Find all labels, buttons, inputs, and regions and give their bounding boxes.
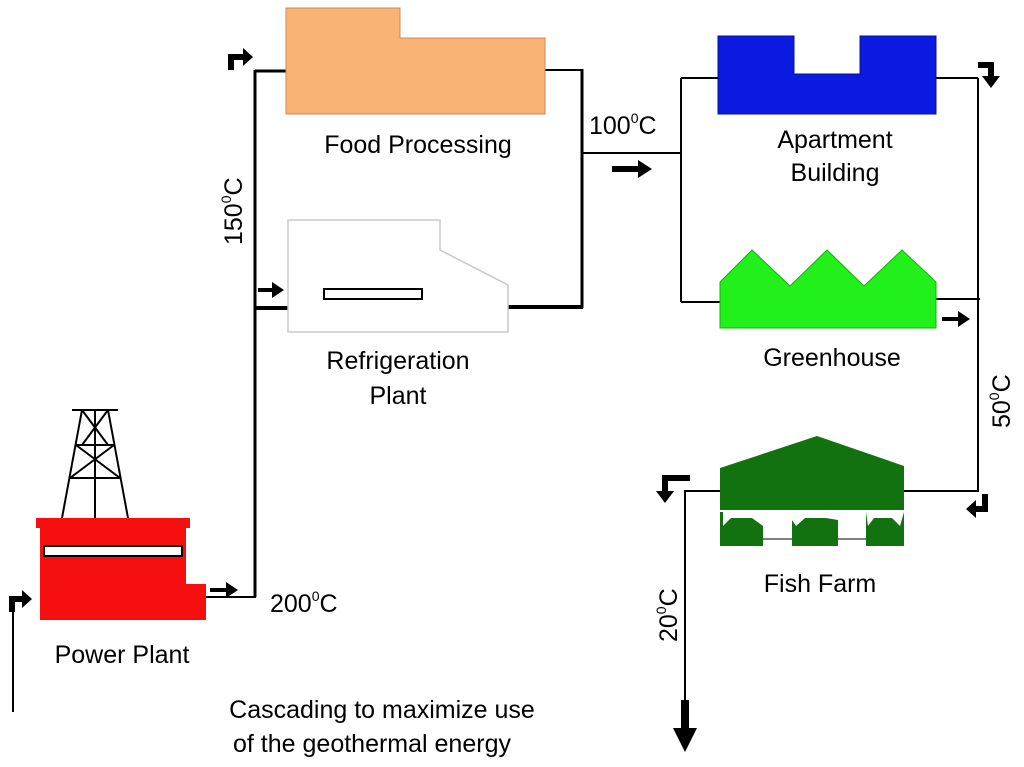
arrow-discharge-icon [673,700,697,752]
temp-150c: 1500C [218,177,248,245]
temp-50c: 500C [986,374,1016,428]
caption-line2: of the geothermal energy [233,730,511,758]
power-plant-icon [36,409,206,620]
temp-100c: 1000C [589,110,657,140]
temp-20c: 200C [653,588,683,642]
apartment-building-icon [717,35,937,115]
caption: Cascading to maximize use of the geother… [229,696,535,758]
food-processing-building-icon [285,7,546,115]
arrow-power-outlet-icon [210,582,238,598]
arrow-refrigeration-inlet-icon [258,282,284,298]
fish-tank-1 [720,512,763,546]
pipe-network [12,69,980,712]
drilling-derrick-icon [61,409,129,519]
facility-labels: Food Processing Refrigeration Plant Apar… [55,126,901,669]
label-refrigeration-line1: Refrigeration [326,347,469,375]
fish-tank-3 [866,512,904,546]
temp-200c: 2000C [270,588,338,618]
refrigeration-window [323,288,423,300]
fish-tank-2 [792,518,838,546]
label-apartment-line2: Building [791,159,880,187]
flow-arrows [9,48,1000,752]
arrow-inlet-icon [9,590,32,612]
label-greenhouse: Greenhouse [763,344,901,372]
temperature-labels: 2000C 1500C 1000C 500C 200C [218,110,1016,642]
arrow-100c-icon [612,160,652,178]
arrow-food-inlet-icon [228,48,253,70]
label-food-processing: Food Processing [324,131,512,159]
greenhouse-icon [719,249,937,329]
arrow-fish-inlet-icon [966,494,988,518]
label-refrigeration-line2: Plant [370,382,427,410]
refrigeration-plant-icon [287,219,509,333]
arrow-greenhouse-outlet-icon [942,311,970,327]
label-fish-farm: Fish Farm [764,570,877,598]
label-apartment-line1: Apartment [777,126,892,154]
label-power-plant: Power Plant [55,641,190,669]
arrow-fish-outlet-icon [656,475,690,503]
fish-farm-icon [720,436,904,546]
arrow-apartment-outlet-icon [978,62,1000,88]
caption-line1: Cascading to maximize use [229,696,535,724]
power-plant-window [43,545,183,557]
